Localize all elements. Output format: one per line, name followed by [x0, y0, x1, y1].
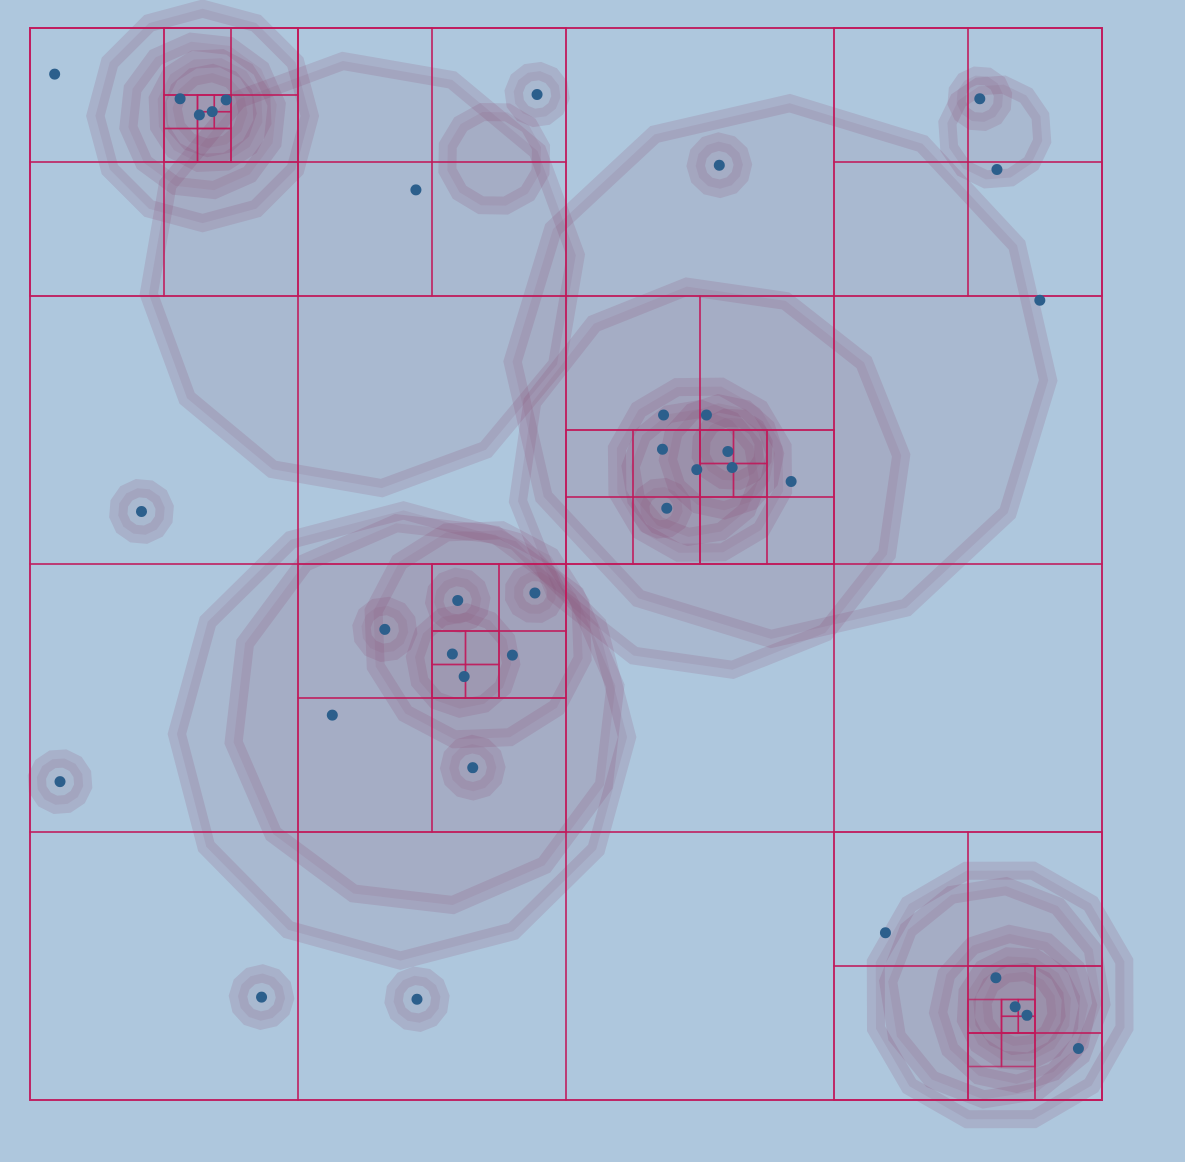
data-point [174, 93, 186, 105]
quadtree-cell [213, 110, 232, 130]
quadtree-cell [431, 161, 567, 297]
data-point [974, 93, 986, 105]
halo-ring [503, 93, 1058, 649]
data-point [54, 776, 66, 788]
data-point [379, 623, 391, 635]
data-point [256, 991, 268, 1003]
data-point [700, 409, 712, 421]
data-point [1021, 1009, 1033, 1021]
quadtree-cell [766, 496, 835, 565]
data-point [661, 502, 673, 514]
data-point [458, 671, 470, 683]
data-point [220, 94, 232, 106]
data-point [49, 68, 61, 80]
data-point [785, 475, 797, 487]
halo-ring [866, 861, 1134, 1129]
data-point [1009, 1001, 1021, 1013]
data-point [531, 88, 543, 100]
data-point [410, 184, 422, 196]
data-point [506, 649, 518, 661]
halo-ring [167, 501, 637, 970]
data-point [326, 709, 338, 721]
data-point [658, 409, 670, 421]
data-point [691, 464, 703, 476]
data-point [1072, 1043, 1084, 1055]
quadtree-root [29, 27, 1103, 1101]
data-point [452, 594, 464, 606]
data-point [990, 972, 1002, 984]
data-point [206, 106, 218, 118]
data-point [713, 159, 725, 171]
data-point [446, 648, 458, 660]
data-point [879, 927, 891, 939]
data-point [467, 762, 479, 774]
data-point [656, 443, 668, 455]
data-point [193, 109, 205, 121]
data-point [411, 993, 423, 1005]
halo-ring [405, 603, 521, 718]
data-point [529, 587, 541, 599]
halo-ring [224, 513, 625, 915]
data-point [135, 505, 147, 517]
data-point [722, 445, 734, 457]
data-point [991, 164, 1003, 176]
data-point [1034, 294, 1046, 306]
halo-ring [139, 51, 586, 498]
halo-ring [938, 75, 1052, 189]
halo-ring [438, 102, 551, 215]
halo-ring [508, 277, 911, 680]
data-point [726, 462, 738, 474]
quadtree-cell [732, 462, 768, 498]
halo-ring [364, 521, 592, 749]
point-layer [49, 68, 1084, 1055]
